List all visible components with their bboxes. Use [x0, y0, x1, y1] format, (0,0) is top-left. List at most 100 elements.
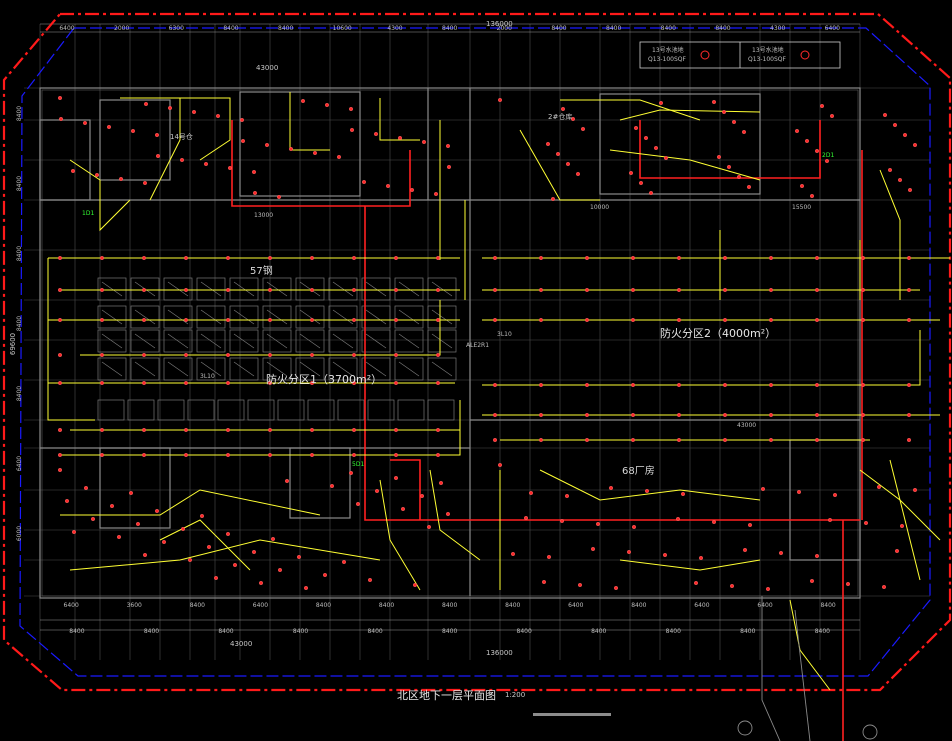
circuit-wire	[889, 459, 921, 581]
drawing-title: 北区地下一层平面图	[397, 689, 496, 702]
fixture-node	[629, 170, 634, 175]
fixture-node	[268, 428, 273, 433]
fixture-node	[436, 256, 441, 261]
fixture-node	[401, 507, 406, 512]
parking-stall	[97, 357, 127, 381]
fixture-node	[585, 438, 590, 443]
fixture-node	[285, 479, 290, 484]
misc-label: ALE2R1	[466, 342, 490, 349]
stall-mark	[365, 333, 387, 349]
fixture-node	[677, 318, 682, 323]
fixture-node	[498, 463, 503, 468]
fixture-node	[64, 499, 69, 504]
fixture-node	[677, 413, 682, 418]
stall-mark	[398, 361, 420, 377]
parking-stall	[187, 399, 215, 421]
total-dimension-top: 136000	[486, 20, 513, 28]
legend-1-line1: 13号水池地	[652, 47, 684, 54]
parking-stall	[163, 305, 193, 329]
fixture-node	[861, 318, 866, 323]
fixture-node	[539, 438, 544, 443]
fixture-node	[627, 550, 632, 555]
fixture-node	[576, 171, 581, 176]
circuit-wire	[560, 99, 701, 121]
fixture-node	[493, 383, 498, 388]
fixture-node	[342, 560, 347, 565]
fixture-node	[277, 194, 282, 199]
fixture-node	[206, 545, 211, 550]
fixture-node	[900, 524, 905, 529]
fixture-node	[82, 120, 87, 125]
stall-mark	[332, 309, 354, 325]
stall-mark	[431, 333, 453, 349]
fixture-node	[631, 383, 636, 388]
stall-mark	[167, 309, 189, 325]
stall-mark	[233, 333, 255, 349]
fixture-node	[310, 453, 315, 458]
fixture-node	[58, 453, 63, 458]
fixture-node	[539, 383, 544, 388]
fixture-node	[99, 318, 104, 323]
stall-mark	[134, 309, 156, 325]
stall-mark	[233, 361, 255, 377]
fixture-node	[58, 381, 63, 386]
fixture-node	[677, 438, 682, 443]
dimension-label: 8400	[315, 602, 332, 609]
circuit-wire	[159, 519, 251, 571]
fixture-node	[225, 381, 230, 386]
fixture-node	[323, 573, 328, 578]
parking-stall	[367, 399, 395, 421]
parking-stall	[262, 277, 292, 301]
panel-label: 1D1	[82, 210, 95, 217]
fixture-node	[337, 154, 342, 159]
dimension-label: 6400	[694, 602, 710, 609]
fixture-node	[677, 383, 682, 388]
sub-dimension-bottom: 43000	[230, 640, 253, 648]
fixture-node	[297, 555, 302, 560]
fixture-node	[325, 102, 330, 107]
fixture-node	[677, 256, 682, 261]
fixture-node	[539, 256, 544, 261]
dimension-label: 8400	[631, 602, 647, 609]
parking-stall	[328, 277, 358, 301]
parking-stall	[295, 329, 325, 353]
dimension-label: 6400	[63, 602, 79, 609]
parking-stall	[163, 277, 193, 301]
parking-stall	[295, 305, 325, 329]
stall-mark	[365, 309, 387, 325]
circuit-wire	[619, 109, 761, 121]
fixture-node	[352, 318, 357, 323]
fixture-node	[717, 154, 722, 159]
fixture-node	[769, 288, 774, 293]
title-underline	[533, 713, 611, 716]
fixture-node	[609, 486, 614, 491]
fixture-node	[394, 428, 399, 433]
stall-mark	[266, 281, 288, 297]
fixture-node	[769, 256, 774, 261]
stall-mark	[431, 281, 453, 297]
fixture-node	[498, 97, 503, 102]
fixture-node	[556, 151, 561, 156]
fixture-node	[225, 256, 230, 261]
fixture-node	[183, 428, 188, 433]
fixture-node	[585, 256, 590, 261]
fixture-node	[493, 318, 498, 323]
dimension-label: 6400	[16, 455, 24, 472]
stall-mark	[299, 281, 321, 297]
fixture-node	[394, 288, 399, 293]
fixture-node	[815, 256, 820, 261]
parking-stall	[130, 357, 160, 381]
dimension-label: 8400	[740, 628, 756, 635]
fixture-node	[830, 113, 835, 118]
fixture-node	[800, 183, 805, 188]
fixture-node	[394, 453, 399, 458]
fixture-node	[631, 438, 636, 443]
fixture-node	[907, 383, 912, 388]
circuit-wire	[60, 400, 461, 456]
fixture-node	[511, 552, 516, 557]
fixture-node	[94, 172, 99, 177]
fixture-node	[118, 176, 123, 181]
misc-label: 3L10	[497, 331, 512, 338]
parking-stall	[394, 305, 424, 329]
fixture-node	[116, 535, 121, 540]
